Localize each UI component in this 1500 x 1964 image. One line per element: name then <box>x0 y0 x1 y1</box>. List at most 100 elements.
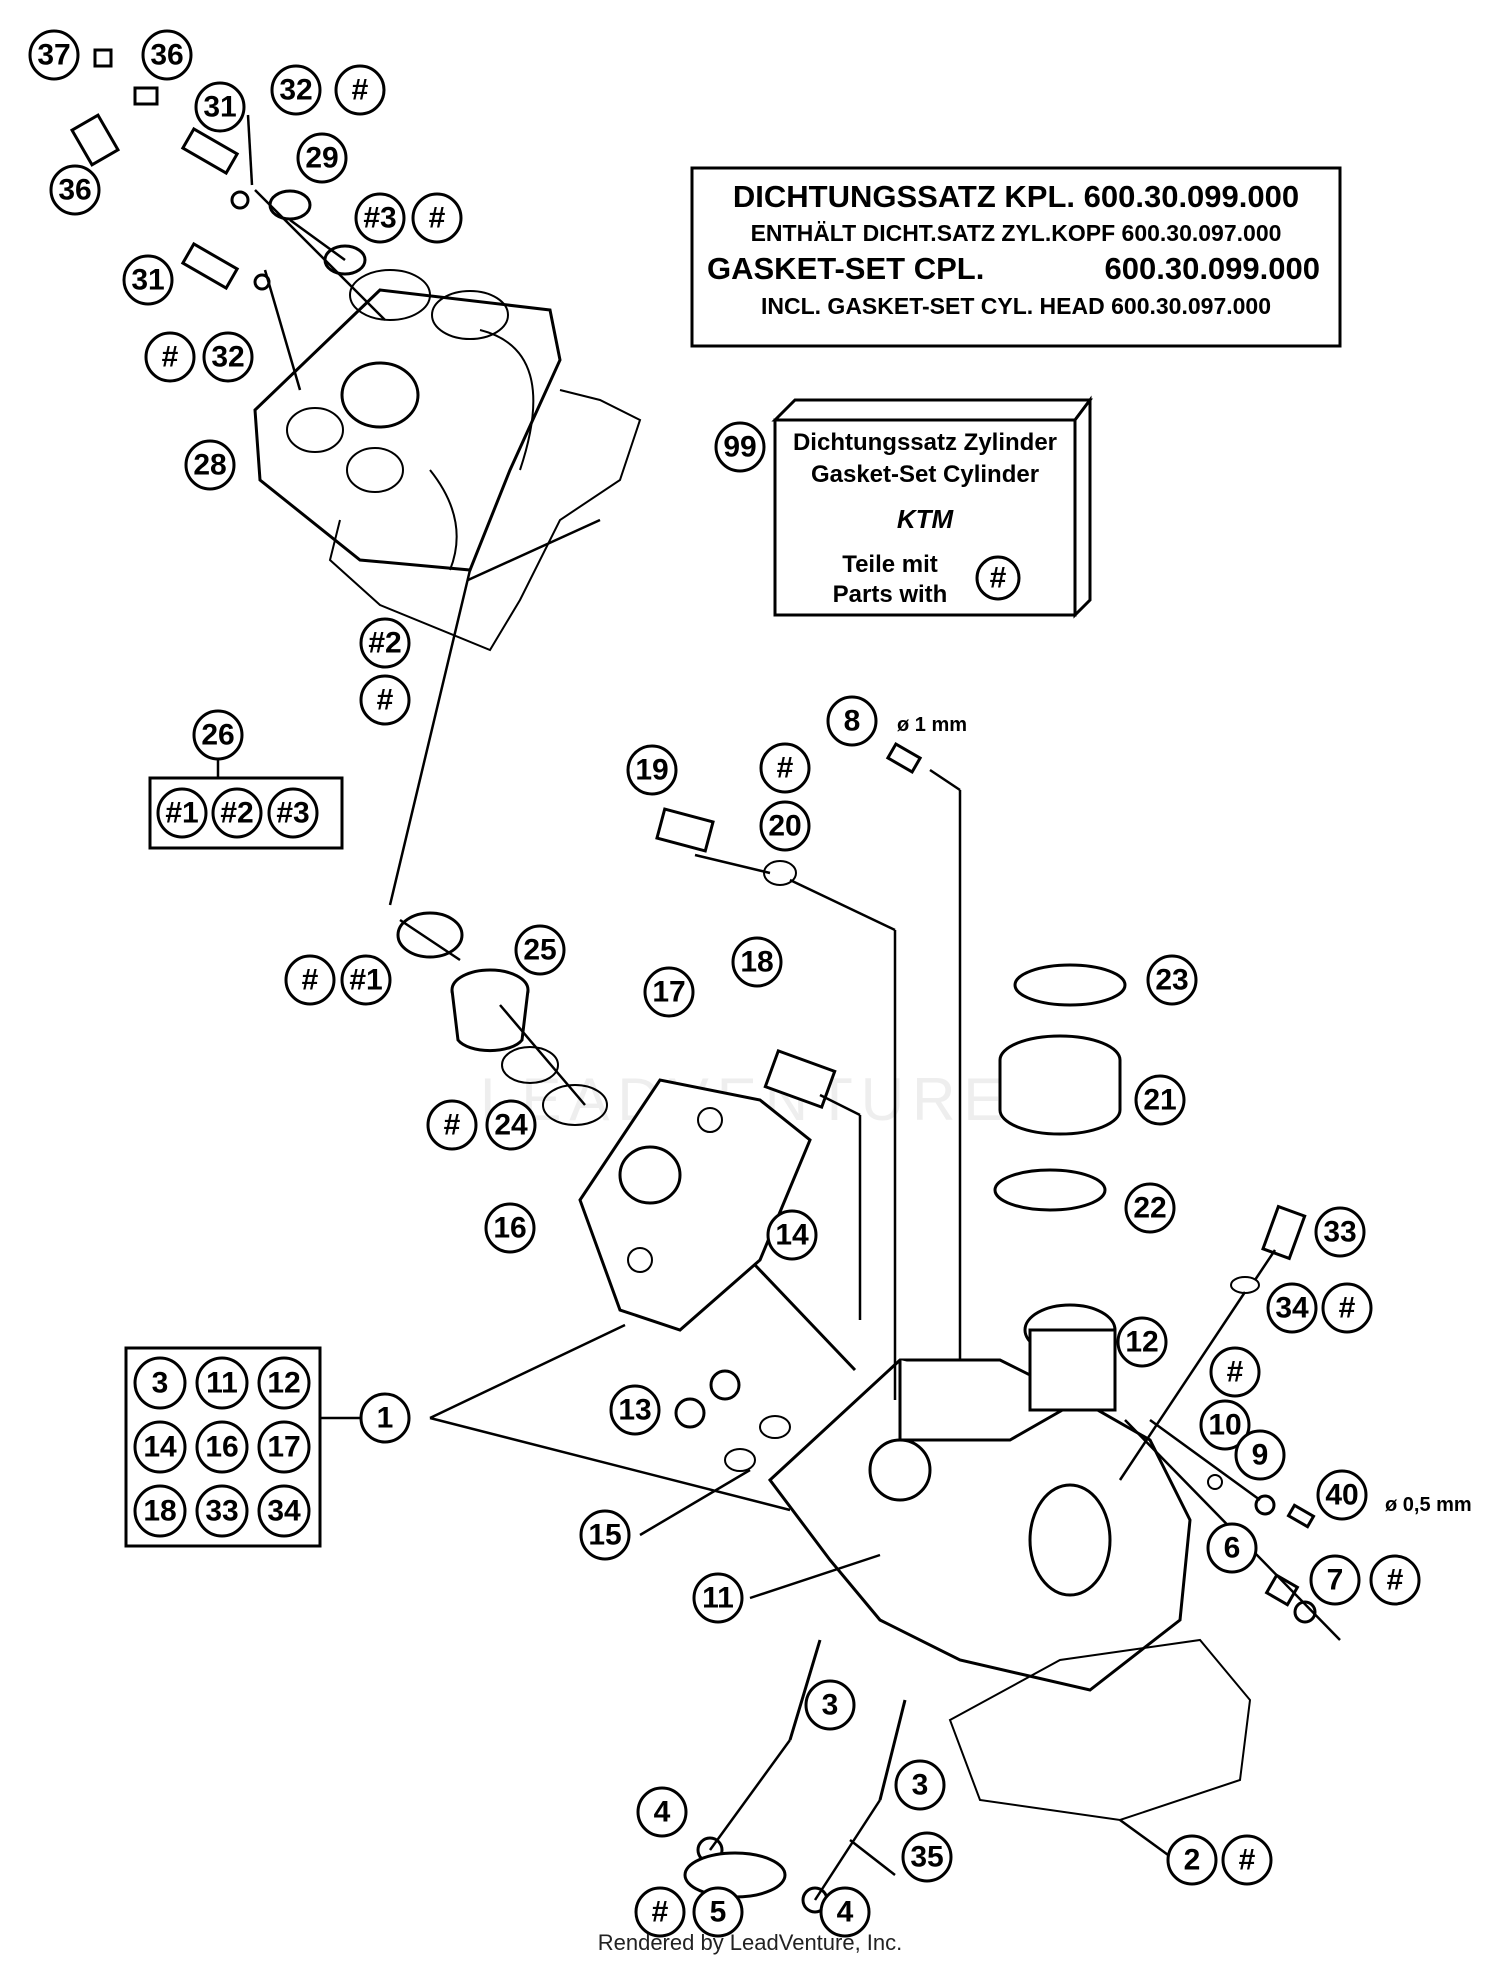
svg-text:25: 25 <box>523 934 556 967</box>
callout-h1b: #1 <box>340 954 392 1006</box>
washer-15b-part <box>759 1415 791 1439</box>
screw-31a-part <box>180 126 240 176</box>
svg-text:#: # <box>1227 1356 1244 1389</box>
callout-c4b: 4 <box>819 1886 871 1938</box>
svg-text:#2: #2 <box>368 627 401 660</box>
svg-text:13: 13 <box>618 1394 651 1427</box>
svg-text:40: 40 <box>1325 1479 1358 1512</box>
kit-hash-symbol: # <box>975 555 1021 601</box>
svg-text:#: # <box>377 684 394 717</box>
nut-36-part <box>133 86 159 106</box>
screw-37-part <box>93 48 113 68</box>
svg-text:35: 35 <box>910 1841 943 1874</box>
group26-item-2: #2 <box>211 787 263 839</box>
svg-text:#: # <box>652 1896 669 1929</box>
callout-c6: 6 <box>1206 1522 1258 1574</box>
svg-text:14: 14 <box>143 1431 177 1464</box>
screw-13b-part <box>709 1369 741 1401</box>
svg-text:37: 37 <box>37 39 70 72</box>
svg-text:29: 29 <box>305 142 338 175</box>
svg-text:2: 2 <box>1184 1844 1201 1877</box>
svg-text:12: 12 <box>1125 1326 1158 1359</box>
svg-text:17: 17 <box>652 976 685 1009</box>
callout-c5: 5 <box>692 1886 744 1938</box>
group1-item-4: 14 <box>133 1420 187 1474</box>
svg-text:99: 99 <box>723 431 756 464</box>
dimension-8: ø 1 mm <box>897 714 967 736</box>
callout-c2: 2 <box>1166 1834 1218 1886</box>
dimension-40: ø 0,5 mm <box>1385 1494 1472 1516</box>
callout-c31a: 31 <box>194 81 246 133</box>
kit-parts-en: Parts with <box>833 581 948 608</box>
svg-text:20: 20 <box>768 810 801 843</box>
callout-c32b: 32 <box>202 331 254 383</box>
callout-c31b: 31 <box>122 254 174 306</box>
svg-text:#1: #1 <box>165 797 198 830</box>
callout-h34: # <box>1321 1282 1373 1334</box>
callout-c12: 12 <box>1116 1316 1168 1368</box>
svg-text:21: 21 <box>1143 1084 1176 1117</box>
svg-text:15: 15 <box>588 1519 621 1552</box>
seal-24a-part <box>501 1046 559 1084</box>
callout-h32: # <box>334 64 386 116</box>
callout-c25: 25 <box>514 924 566 976</box>
callout-c99: 99 <box>714 421 766 473</box>
svg-text:#: # <box>444 1109 461 1142</box>
kit-title-de: Dichtungssatz Zylinder <box>793 429 1057 456</box>
svg-text:11: 11 <box>702 1582 734 1615</box>
gasket-note-line2: ENTHÄLT DICHT.SATZ ZYL.KOPF 600.30.097.0… <box>751 220 1282 246</box>
callout-c28: 28 <box>184 439 236 491</box>
svg-text:3: 3 <box>152 1367 169 1400</box>
callout-c20: 20 <box>759 800 811 852</box>
svg-text:33: 33 <box>1323 1216 1356 1249</box>
bolt-19-part <box>655 807 715 853</box>
svg-text:31: 31 <box>203 91 236 124</box>
seal-32a-part <box>230 190 250 210</box>
callout-c3b: 3 <box>894 1759 946 1811</box>
valve-cover-gasket-part <box>328 389 642 652</box>
callout-c9: 9 <box>1234 1429 1286 1481</box>
callout-h5: # <box>634 1886 686 1938</box>
plug-9-part <box>1254 1494 1276 1516</box>
svg-text:#: # <box>162 341 179 374</box>
svg-text:5: 5 <box>710 1896 727 1929</box>
svg-text:33: 33 <box>205 1495 238 1528</box>
group1-item-9: 34 <box>257 1484 311 1538</box>
group1-item-2: 11 <box>195 1356 249 1410</box>
svg-text:31: 31 <box>131 264 164 297</box>
plug-6-part <box>1264 1573 1300 1607</box>
svg-text:36: 36 <box>150 39 183 72</box>
gasket-note-line3-right: 600.30.099.000 <box>1105 251 1321 286</box>
svg-text:1: 1 <box>377 1402 394 1435</box>
callout-c10: 10 <box>1199 1399 1251 1451</box>
svg-text:17: 17 <box>267 1431 300 1464</box>
callout-h7: # <box>1369 1554 1421 1606</box>
ktm-logo: KTM <box>897 504 955 534</box>
cylinder-head-part <box>767 1303 1252 1822</box>
svg-text:#3: #3 <box>276 797 309 830</box>
svg-text:34: 34 <box>267 1495 301 1528</box>
kit-parts-de: Teile mit <box>842 551 938 578</box>
svg-text:#: # <box>1339 1292 1356 1325</box>
svg-text:16: 16 <box>493 1212 526 1245</box>
sleeve-18-part <box>763 1048 837 1110</box>
group26-item-3: #3 <box>267 787 319 839</box>
oring-5-part <box>683 1851 787 1899</box>
group26-item-1: #1 <box>156 787 208 839</box>
callout-c18: 18 <box>731 936 783 988</box>
callout-h32b: # <box>144 331 196 383</box>
group1-item-5: 16 <box>195 1420 249 1474</box>
callout-h2c: # <box>1221 1834 1273 1886</box>
callout-c32a: 32 <box>270 64 322 116</box>
svg-text:32: 32 <box>279 74 312 107</box>
callout-c1: 1 <box>359 1392 411 1444</box>
svg-text:3: 3 <box>912 1769 929 1802</box>
svg-text:22: 22 <box>1133 1192 1166 1225</box>
callout-h2b: # <box>359 674 411 726</box>
svg-text:32: 32 <box>211 341 244 374</box>
svg-text:12: 12 <box>267 1367 300 1400</box>
group1-item-6: 17 <box>257 1420 311 1474</box>
gasket-kit-box: Dichtungssatz Zylinder Gasket-Set Cylind… <box>771 395 1093 619</box>
svg-text:#: # <box>1387 1564 1404 1597</box>
jet-40-part <box>1286 1503 1316 1529</box>
